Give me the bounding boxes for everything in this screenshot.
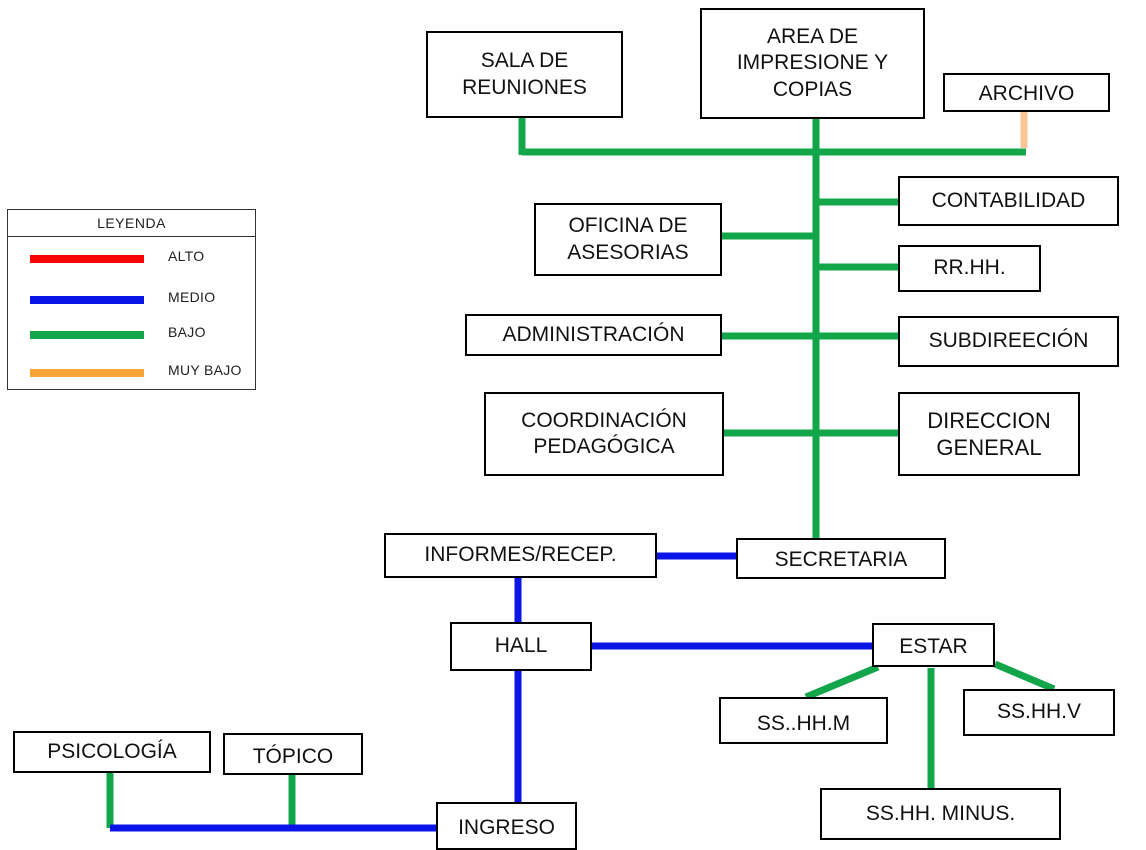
estar-ssmm-connector [804,663,880,701]
node-subdireccion: SUBDIREECIÓN [898,316,1119,367]
node-sshh-v: SS.HH.V [963,689,1115,736]
node-rrhh: RR.HH. [898,245,1041,292]
bajo-connectors [106,118,1056,828]
legend-label-bajo: BAJO [168,324,206,340]
legend-swatch-muy-bajo [30,369,144,377]
node-contabilidad: CONTABILIDAD [898,176,1119,226]
legend-swatch-medio [30,296,144,304]
legend-swatch-alto [30,255,144,263]
node-secretaria: SECRETARIA [736,538,946,579]
node-archivo: ARCHIVO [943,73,1110,112]
legend-label-medio: MEDIO [168,289,216,305]
node-direccion: DIRECCION GENERAL [898,392,1080,476]
legend-label-alto: ALTO [168,248,205,264]
legend-row-muy-bajo: MUY BAJO [8,358,255,388]
node-estar: ESTAR [872,623,995,667]
legend-label-muy-bajo: MUY BAJO [168,362,242,378]
legend-row-bajo: BAJO [8,320,255,350]
node-coordinacion: COORDINACIÓN PEDAGÓGICA [484,392,724,476]
node-ingreso: INGRESO [436,802,577,850]
node-hall: HALL [450,622,592,671]
medio-connectors [110,552,872,832]
node-sshh-m: SS..HH.M [719,697,888,744]
node-sala-reuniones: SALA DE REUNIONES [426,31,623,118]
legend-row-medio: MEDIO [8,285,255,315]
node-psicologia: PSICOLOGÍA [13,731,211,773]
node-topico: TÓPICO [223,733,363,775]
estar-ssv-connector [993,660,1056,693]
legend: LEYENDA ALTO MEDIO BAJO MUY BAJO [7,209,256,390]
node-area-impresion: AREA DE IMPRESIONE Y COPIAS [700,8,925,119]
node-oficina-asesorias: OFICINA DE ASESORIAS [534,203,722,276]
legend-row-alto: ALTO [8,244,255,274]
legend-title: LEYENDA [8,210,255,237]
node-informes: INFORMES/RECEP. [384,533,657,578]
node-administracion: ADMINISTRACIÓN [465,314,722,356]
legend-swatch-bajo [30,331,144,339]
node-sshh-minus: SS.HH. MINUS. [820,788,1061,840]
